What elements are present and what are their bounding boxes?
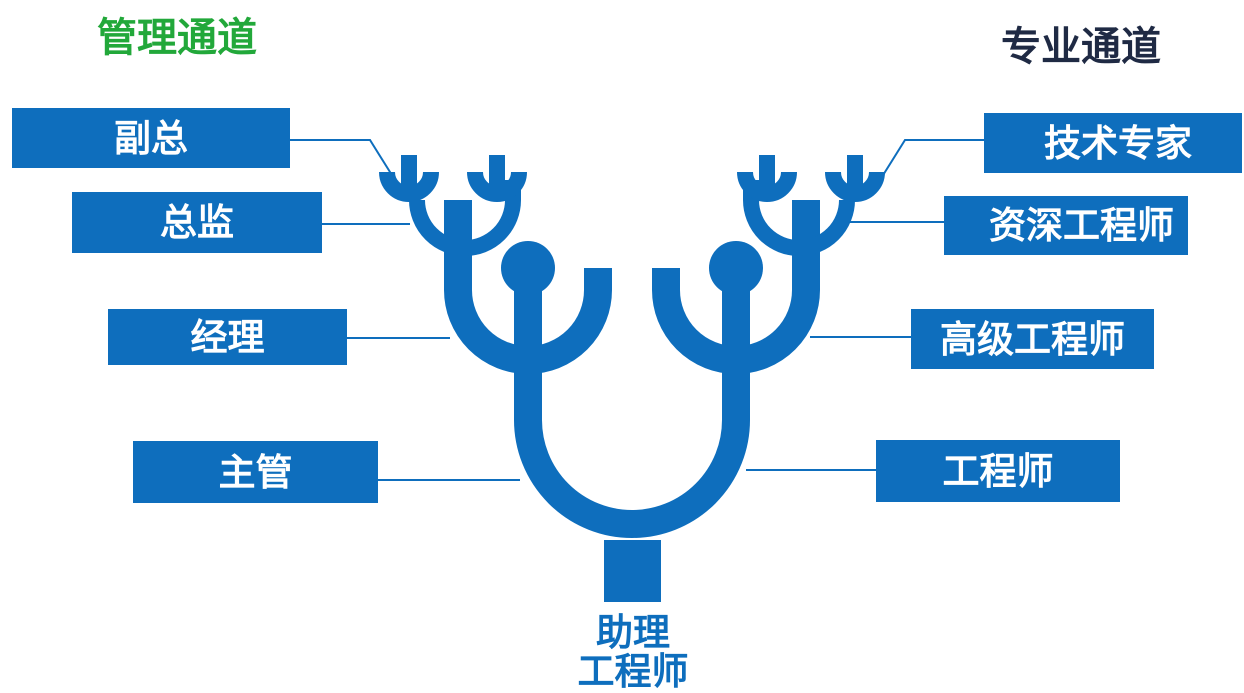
- left-mid-u: [444, 200, 612, 374]
- trunk-u: [514, 272, 750, 538]
- tree-nodes: [501, 241, 763, 602]
- level-box-technical-expert: 技术专家: [984, 113, 1242, 173]
- level-box-engineer: 工程师: [876, 440, 1120, 502]
- left-top-u: [409, 180, 521, 256]
- right-node: [709, 241, 763, 295]
- level-box-vice-president: 副总: [12, 108, 290, 168]
- level-box-principal-engineer: 资深工程师: [944, 196, 1188, 255]
- connector-fuzong: [290, 139, 396, 181]
- root-label-line2: 工程师: [577, 650, 689, 693]
- connector-jishu: [879, 139, 984, 181]
- level-box-supervisor: 主管: [133, 441, 378, 503]
- management-track-title: 管理通道: [97, 15, 257, 61]
- level-box-senior-engineer: 高级工程师: [911, 309, 1154, 369]
- tree-trunk-base: [604, 540, 661, 602]
- level-box-director: 总监: [72, 192, 322, 253]
- root-label-line1: 助理: [596, 611, 670, 654]
- tree-top-branches: [379, 155, 885, 256]
- right-mid-u: [652, 200, 820, 374]
- right-top-u: [743, 180, 855, 256]
- left-node: [501, 241, 555, 295]
- professional-track-title: 专业通道: [1001, 24, 1161, 70]
- tree-branches: [444, 200, 820, 538]
- level-box-manager: 经理: [108, 309, 347, 365]
- connector-lines: [290, 139, 984, 481]
